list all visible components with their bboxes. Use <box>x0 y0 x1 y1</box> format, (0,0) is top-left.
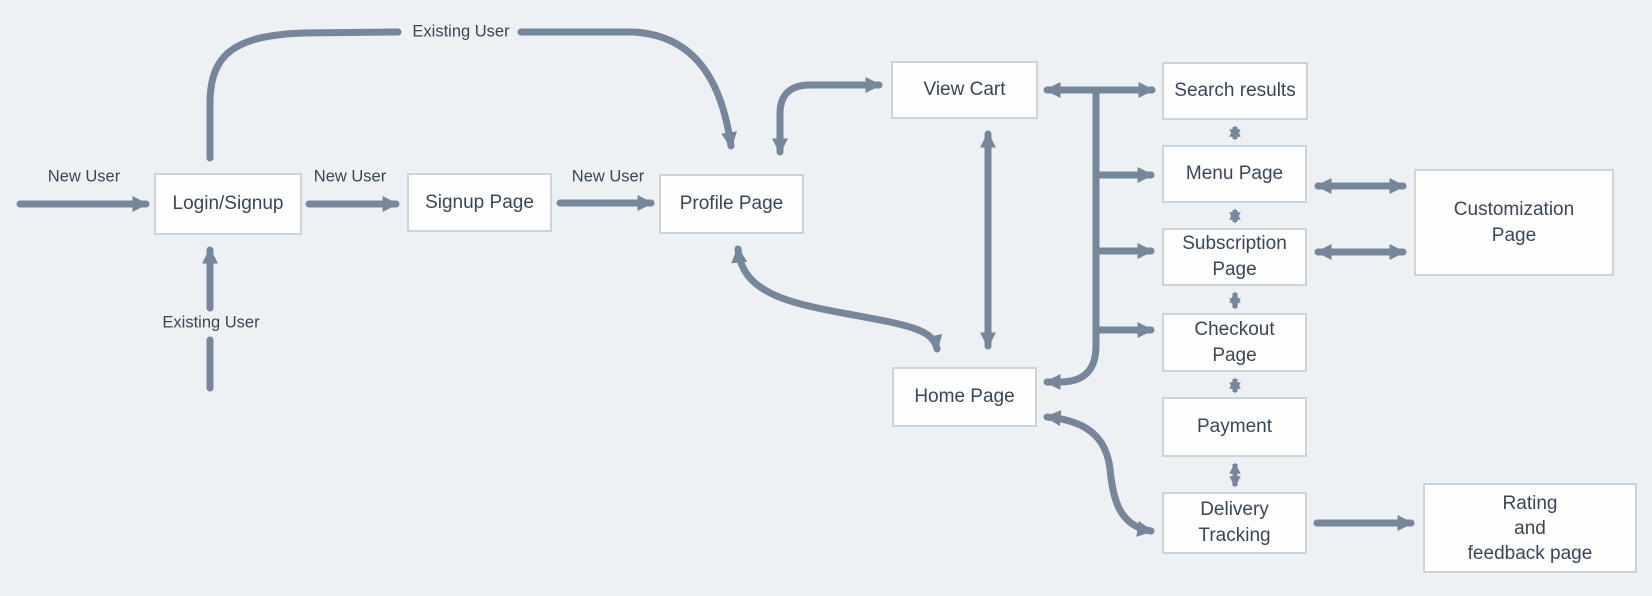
node-payment: Payment <box>1162 397 1307 457</box>
node-delivery-tracking: Delivery Tracking <box>1162 492 1307 554</box>
edge-label-existing-user-bottom: Existing User <box>162 313 260 332</box>
edge-trunk-to-home <box>1043 87 1100 391</box>
node-menu-page: Menu Page <box>1162 145 1307 203</box>
node-rating-feedback-page: Rating and feedback page <box>1423 483 1637 573</box>
edge-label-new-user-signup-profile: New User <box>571 167 645 186</box>
node-signup-page: Signup Page <box>407 173 552 232</box>
edge-label-existing-user-top: Existing User <box>412 22 510 41</box>
node-view-cart: View Cart <box>891 61 1038 119</box>
node-home-page: Home Page <box>892 367 1037 427</box>
edge-login-existing-curve-right <box>517 28 738 150</box>
edge-profile-viewcart <box>771 76 883 156</box>
edge-home-delivery <box>1043 410 1155 537</box>
node-checkout-page: Checkout Page <box>1162 313 1307 372</box>
node-customization-page: Customization Page <box>1414 169 1614 276</box>
node-profile-page: Profile Page <box>659 174 804 234</box>
node-search-results: Search results <box>1162 62 1308 120</box>
edge-label-new-user-login-signup: New User <box>313 167 387 186</box>
edge-label-new-user-entry: New User <box>47 167 121 186</box>
node-login-signup: Login/Signup <box>154 173 302 235</box>
edge-profile-home <box>731 245 943 353</box>
edge-login-existing-curve-left <box>206 28 402 162</box>
node-subscription-page: Subscription Page <box>1162 228 1307 286</box>
